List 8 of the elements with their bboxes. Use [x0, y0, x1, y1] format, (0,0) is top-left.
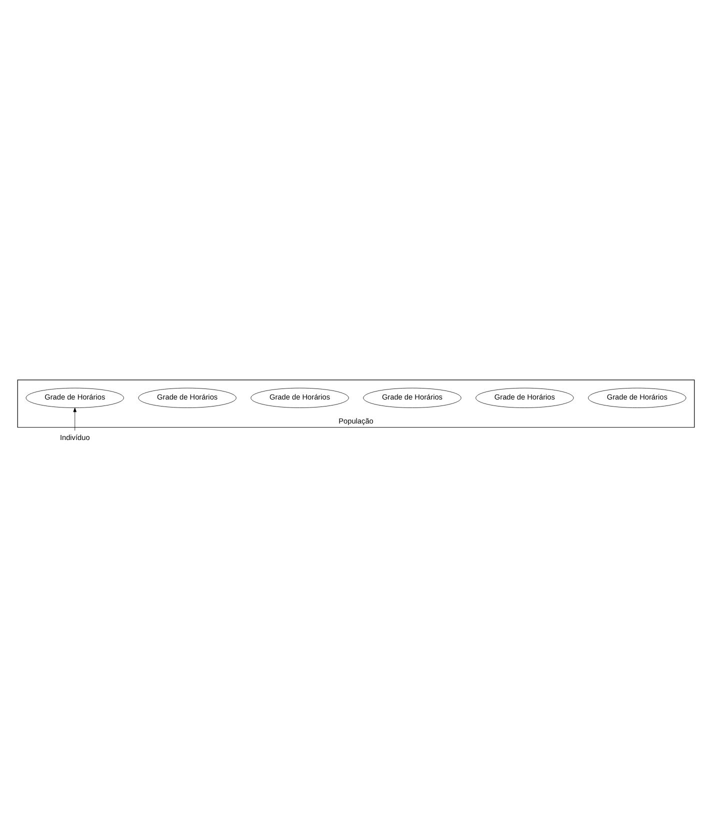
node-ellipse: Grade de Horários — [138, 388, 236, 408]
node-ellipse: Grade de Horários — [250, 388, 349, 408]
node-ellipse: Grade de Horários — [476, 388, 574, 408]
node-text: Indivíduo — [60, 432, 90, 442]
node-ellipse: Grade de Horários — [26, 388, 124, 408]
arrow — [73, 408, 77, 431]
node-ellipse: Grade de Horários — [588, 388, 686, 408]
node-ellipse: Grade de Horários — [363, 388, 462, 408]
